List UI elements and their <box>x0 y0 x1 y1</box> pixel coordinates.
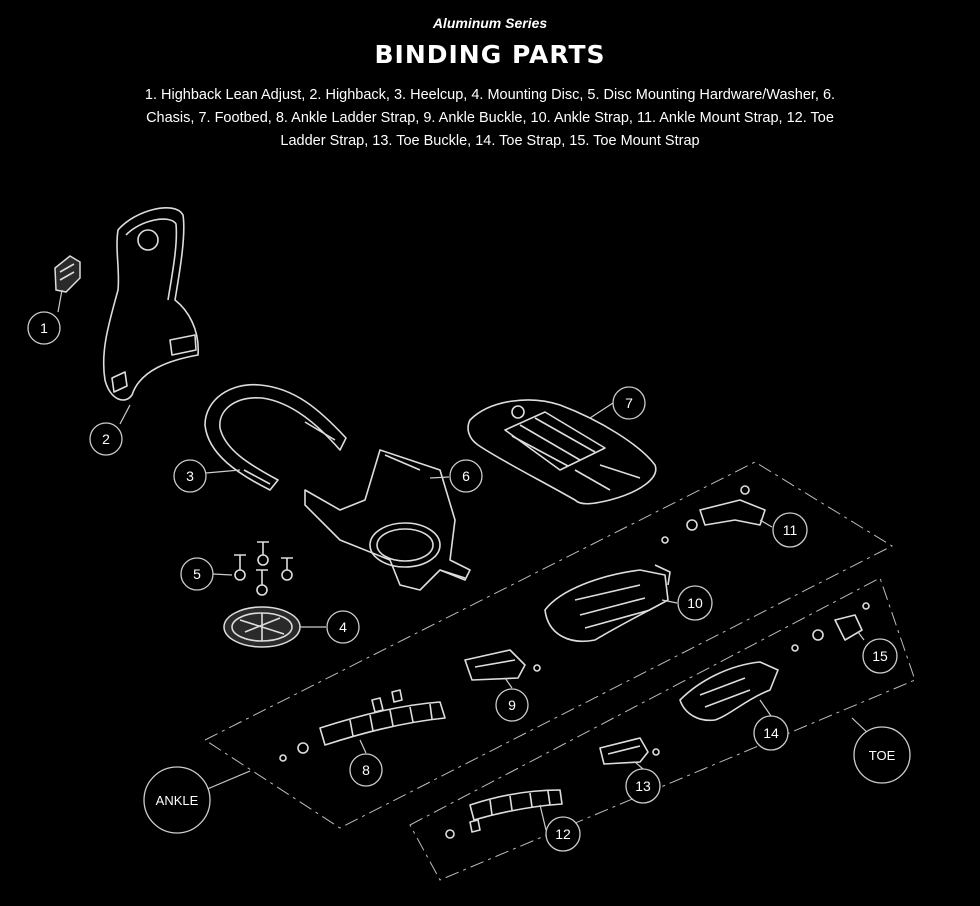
chasis-part <box>304 449 471 591</box>
svg-text:TOE: TOE <box>869 748 896 763</box>
callout-8: 8 <box>349 753 383 787</box>
svg-text:5: 5 <box>193 566 201 582</box>
svg-text:1: 1 <box>40 320 48 336</box>
toe-zone-label: TOE <box>853 726 911 784</box>
svg-text:15: 15 <box>872 648 888 664</box>
footbed-part <box>467 399 657 505</box>
svg-text:9: 9 <box>508 697 516 713</box>
callout-15: 15 <box>862 638 898 674</box>
toe-ladder-strap-part <box>445 789 563 839</box>
svg-text:8: 8 <box>362 762 370 778</box>
svg-text:12: 12 <box>555 826 571 842</box>
disc-mounting-hardware-part <box>234 541 293 596</box>
ankle-ladder-strap-part <box>279 689 446 762</box>
mounting-disc-part <box>223 606 301 648</box>
callout-13: 13 <box>625 768 661 804</box>
toe-mount-strap-part <box>791 602 870 652</box>
ankle-mount-strap-part <box>661 485 766 544</box>
ankle-zone-label: ANKLE <box>143 766 211 834</box>
page-title: BINDING PARTS <box>374 40 606 69</box>
heelcup-part <box>204 383 347 491</box>
callout-2: 2 <box>89 422 123 456</box>
toe-buckle-part <box>599 737 660 765</box>
callout-7: 7 <box>612 386 646 420</box>
svg-text:14: 14 <box>763 725 779 741</box>
svg-text:10: 10 <box>687 595 703 611</box>
highback-part <box>102 207 199 401</box>
svg-text:2: 2 <box>102 431 110 447</box>
callout-3: 3 <box>173 459 207 493</box>
ankle-strap-part <box>544 564 671 642</box>
leader-lines <box>57 289 871 831</box>
ankle-group-outline <box>204 461 894 829</box>
callout-12: 12 <box>545 816 581 852</box>
callout-10: 10 <box>677 585 713 621</box>
svg-text:7: 7 <box>625 395 633 411</box>
svg-text:13: 13 <box>635 778 651 794</box>
svg-text:ANKLE: ANKLE <box>156 793 199 808</box>
series-subtitle: Aluminum Series <box>432 15 548 31</box>
ankle-buckle-part <box>464 649 541 681</box>
callout-6: 6 <box>449 459 483 493</box>
callout-1: 1 <box>27 311 61 345</box>
highback-lean-adjust-part <box>54 255 81 293</box>
parts-legend: 1. Highback Lean Adjust, 2. Highback, 3.… <box>144 87 836 149</box>
svg-text:11: 11 <box>783 522 798 538</box>
callout-11: 11 <box>772 512 808 548</box>
toe-strap-part <box>679 661 779 722</box>
callout-14: 14 <box>753 715 789 751</box>
callout-4: 4 <box>326 610 360 644</box>
svg-text:3: 3 <box>186 468 194 484</box>
svg-text:6: 6 <box>462 468 470 484</box>
callout-9: 9 <box>495 688 529 722</box>
toe-group-outline <box>409 577 916 881</box>
svg-text:4: 4 <box>339 619 347 635</box>
callout-5: 5 <box>180 557 214 591</box>
